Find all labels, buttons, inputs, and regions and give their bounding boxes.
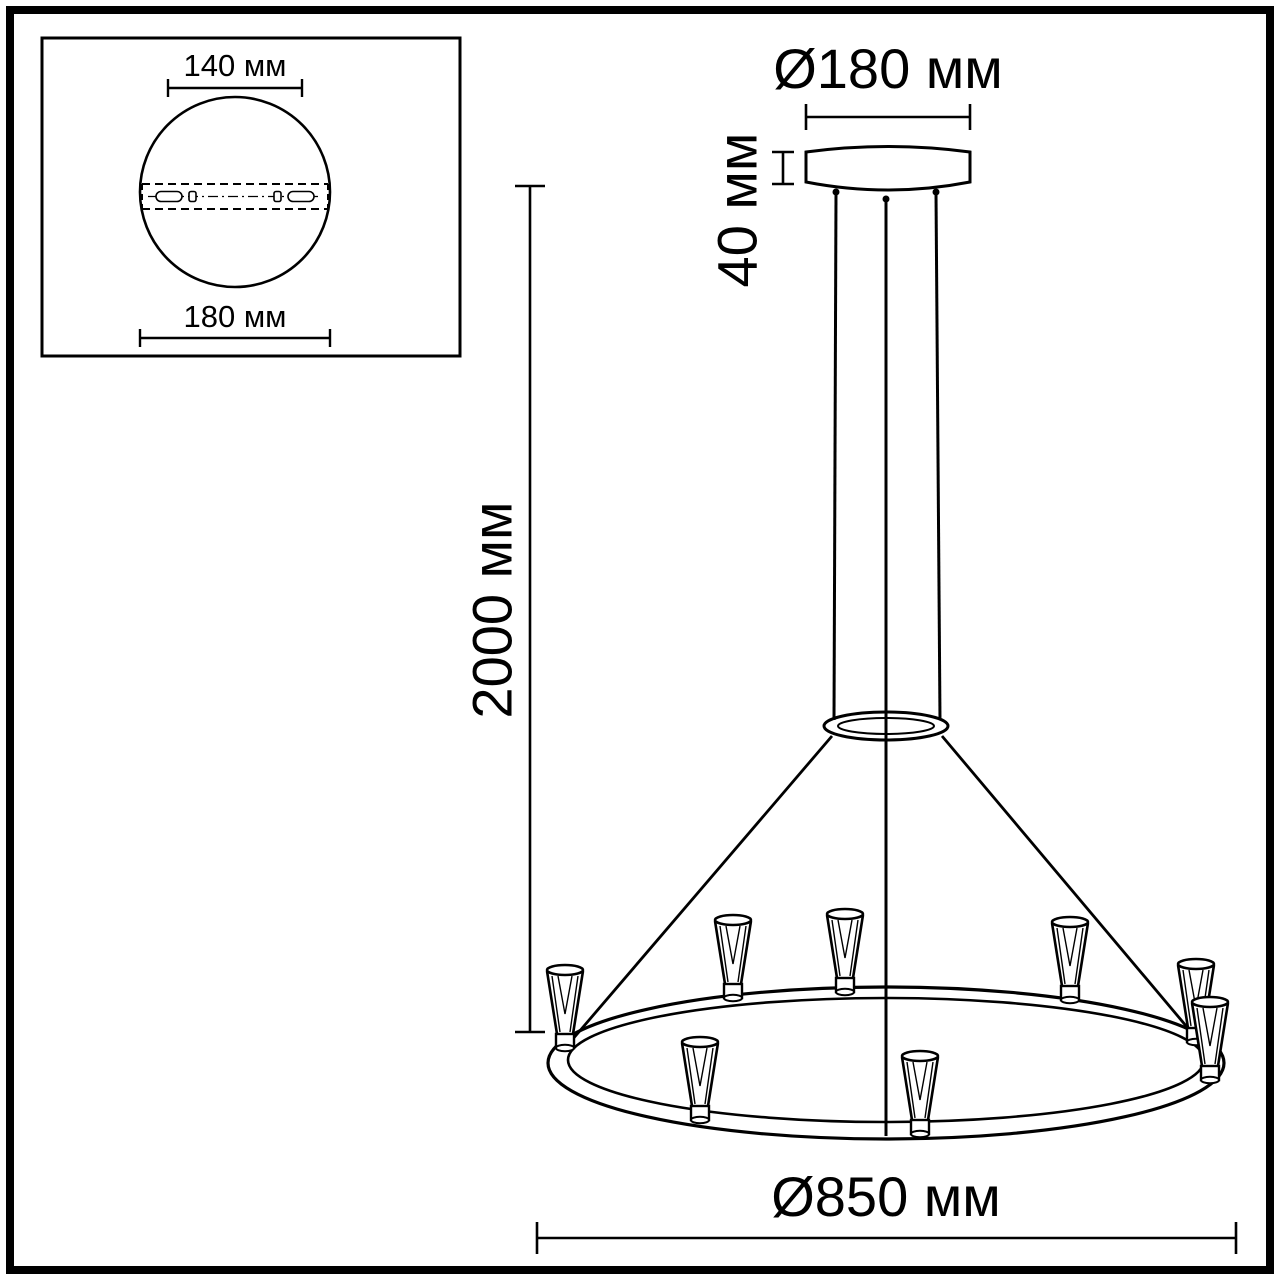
cable-anchor-left: [832, 188, 840, 196]
hub-ring: [822, 710, 950, 742]
spreader-cables: [570, 735, 1205, 1047]
dim-ring-diameter: Ø850 мм: [535, 1165, 1238, 1254]
lamp: [713, 913, 753, 1003]
canopy-diameter-label: Ø180 мм: [773, 37, 1003, 100]
lamp: [1050, 915, 1090, 1005]
cable-right: [934, 192, 942, 721]
spreader-cable-left: [570, 735, 834, 1041]
lamp: [680, 1035, 720, 1125]
spreader-cable-right: [940, 735, 1205, 1047]
plate-diameter-label: 180 мм: [184, 299, 287, 334]
suspension-height-label: 2000 мм: [461, 501, 524, 718]
mounting-slots: [155, 190, 315, 203]
lamp: [825, 907, 865, 997]
lamp: [545, 963, 585, 1053]
drawing-frame: [6, 6, 1274, 1274]
ring-diameter-label: Ø850 мм: [771, 1165, 1001, 1228]
dim-plate-diameter: 180 мм: [138, 299, 332, 347]
dim-suspension-height: 2000 мм: [461, 184, 545, 1034]
dim-hole-spacing: 140 мм: [166, 48, 304, 97]
cable-anchor-right: [932, 188, 940, 196]
dim-canopy-diameter: Ø180 мм: [773, 37, 1003, 130]
ceiling-canopy: [804, 145, 972, 192]
hole-spacing-label: 140 мм: [184, 48, 287, 83]
inset-panel: 140 мм 180 мм: [40, 36, 462, 358]
canopy-height-label: 40 мм: [706, 133, 769, 288]
suspension-cables: [832, 192, 942, 1136]
inset-border: [40, 36, 462, 358]
lamp: [900, 1049, 940, 1139]
dim-canopy-height: 40 мм: [706, 133, 794, 288]
cable-left: [832, 192, 838, 721]
mounting-plate-circle: [138, 95, 332, 289]
cable-anchor-center: [882, 195, 890, 203]
